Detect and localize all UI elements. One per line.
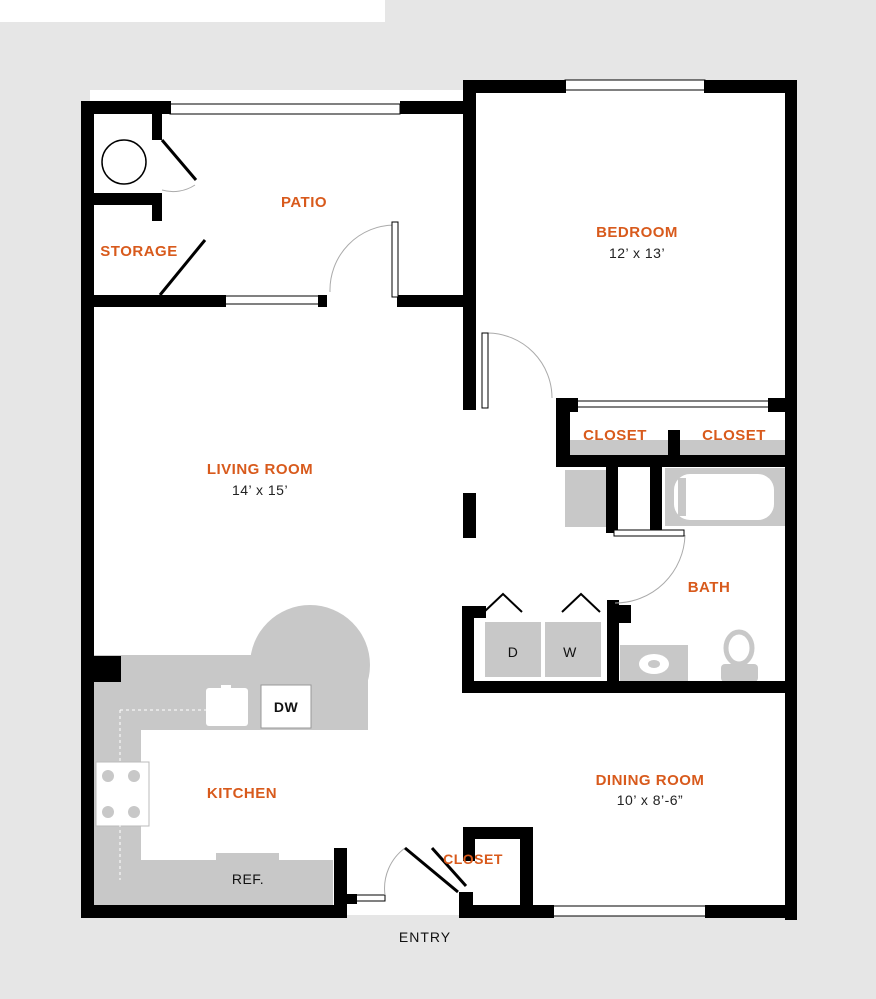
kitchen-label: KITCHEN — [206, 785, 278, 802]
bifold-doors — [483, 592, 601, 613]
entry-closet-label: CLOSET — [443, 851, 503, 867]
bedroom-size: 12’ x 13’ — [608, 245, 666, 261]
living-room-size: 14’ x 15’ — [231, 482, 289, 498]
door-swings — [161, 184, 686, 896]
refrigerator-label: REF. — [231, 871, 265, 887]
closet-shelf-left — [566, 440, 670, 458]
washer-box — [545, 622, 601, 677]
patio-window — [169, 103, 401, 115]
dryer-box — [485, 622, 541, 677]
bath-label: BATH — [687, 579, 731, 596]
bedroom-window — [564, 79, 706, 91]
bedroom-label: BEDROOM — [596, 224, 678, 241]
toilet-tank — [721, 664, 758, 682]
toilet-bowl — [723, 629, 755, 667]
door-leaves — [158, 139, 685, 894]
washer-label: W — [563, 644, 577, 660]
dishwasher-box — [260, 684, 312, 729]
water-heater — [101, 139, 147, 185]
dining-room-size: 10’ x 8’-6” — [616, 792, 684, 808]
closet-bypass-doors — [576, 400, 771, 408]
dining-window — [552, 905, 709, 917]
bathtub — [674, 474, 774, 520]
bath-linen — [565, 470, 607, 527]
patio-slider — [224, 295, 321, 305]
stove-burners — [102, 770, 140, 818]
refrigerator-box — [216, 853, 279, 904]
living-room-label: LIVING ROOM — [206, 461, 314, 478]
dishwasher-label: DW — [273, 699, 299, 715]
storage-label: STORAGE — [100, 243, 178, 260]
dining-room-label: DINING ROOM — [595, 772, 705, 789]
walls — [81, 80, 797, 920]
closet-right-label: CLOSET — [702, 427, 766, 444]
closet-left-label: CLOSET — [583, 427, 647, 444]
kitchen-counter-bottom — [93, 860, 333, 912]
closet-shelf-right — [680, 440, 785, 458]
counter-dashed-edge — [119, 709, 210, 880]
entry-sidelight — [354, 894, 386, 902]
kitchen-sink — [206, 688, 248, 726]
top-white-strip — [0, 0, 385, 22]
dryer-label: D — [507, 644, 519, 660]
patio-label: PATIO — [280, 194, 328, 211]
entry-label: ENTRY — [398, 929, 452, 945]
